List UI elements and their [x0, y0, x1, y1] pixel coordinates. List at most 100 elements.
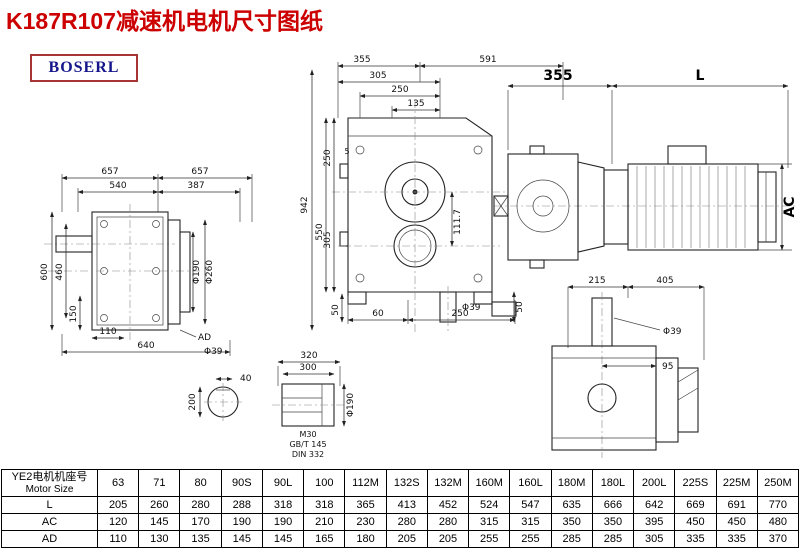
shaft-detail-view: 40 200 320 300 M30 GB/T 145 DIN 332 Φ190: [188, 351, 356, 459]
table-cell: 120: [96, 513, 140, 531]
dim-motor-ac: AC: [782, 196, 798, 217]
table-cell: 635: [550, 496, 593, 514]
table-cell: 145: [138, 513, 181, 531]
table-cell: 110: [96, 530, 140, 548]
dim-flange-215: 215: [588, 276, 605, 286]
label-detail-m30: M30: [299, 430, 316, 439]
table-cell: 285: [591, 530, 635, 548]
motor-size-header-en: Motor Size: [25, 483, 74, 495]
table-cell: 315: [468, 513, 511, 531]
dim-motor-355: 355: [543, 68, 572, 84]
table-cell: 350: [550, 513, 593, 531]
col-header: 180L: [591, 469, 635, 497]
col-header: 80: [179, 469, 222, 497]
dim-side-387: 387: [187, 181, 204, 191]
table-cell: 255: [468, 530, 511, 548]
dim-front-355: 355: [353, 55, 370, 65]
dim-side-d260: Φ260: [205, 260, 215, 285]
table-cell: 335: [715, 530, 758, 548]
dim-front-942: 942: [300, 196, 310, 213]
table-cell: 145: [261, 530, 305, 548]
dim-side-460: 460: [55, 263, 65, 280]
table-cell: 365: [344, 496, 387, 514]
dim-flange-d39: Φ39: [663, 327, 682, 337]
col-header: 90S: [220, 469, 263, 497]
table-cell: 190: [220, 513, 263, 531]
label-detail-gbt145: GB/T 145: [289, 440, 326, 449]
dim-side-640: 640: [137, 341, 154, 351]
col-header: 100: [303, 469, 346, 497]
table-cell: 305: [633, 530, 676, 548]
table-cell: 230: [344, 513, 387, 531]
dim-front-250-vert: 250: [323, 149, 333, 166]
table-cell: 170: [179, 513, 222, 531]
table-cell: 190: [261, 513, 305, 531]
table-cell: 280: [385, 513, 428, 531]
table-cell: 524: [468, 496, 511, 514]
dim-side-657-right: 657: [191, 167, 208, 177]
row-label: AC: [1, 513, 98, 531]
table-cell: 666: [591, 496, 635, 514]
table-cell: 285: [550, 530, 593, 548]
page-title: K187R107减速机电机尺寸图纸: [6, 8, 323, 34]
dim-side-110: 110: [99, 327, 116, 337]
table-cell: 260: [138, 496, 181, 514]
table-cell: 370: [756, 530, 800, 548]
dim-front-60: 60: [372, 309, 384, 319]
dim-front-d39: Φ39: [462, 303, 481, 313]
dim-front-250: 250: [391, 85, 408, 95]
table-cell: 145: [220, 530, 263, 548]
col-header: 132M: [426, 469, 470, 497]
dim-detail-300: 300: [299, 363, 316, 373]
motor-view: 355 L AC: [493, 68, 798, 269]
table-cell: 315: [509, 513, 552, 531]
dim-front-250-bottom: 250: [451, 309, 468, 319]
table-cell: 205: [96, 496, 140, 514]
row-label: L: [1, 496, 98, 514]
table-cell: 280: [179, 496, 222, 514]
dim-detail-320: 320: [300, 351, 317, 361]
table-cell: 130: [138, 530, 181, 548]
dim-side-d190: Φ190: [192, 260, 202, 285]
col-header: 132S: [385, 469, 428, 497]
label-detail-din332: DIN 332: [292, 450, 324, 459]
dim-front-135: 135: [407, 99, 424, 109]
dim-side-150: 150: [69, 305, 79, 322]
table-cell: 288: [220, 496, 263, 514]
table-cell: 318: [261, 496, 305, 514]
table-cell: 547: [509, 496, 552, 514]
flange-view: 215 405 Φ39 95: [551, 276, 705, 458]
col-header: 71: [138, 469, 181, 497]
dim-front-5: 5: [344, 147, 349, 156]
motor-size-header: YE2电机机座号 Motor Size: [1, 469, 98, 497]
table-cell: 480: [756, 513, 800, 531]
dim-side-657-left: 657: [101, 167, 118, 177]
col-header: 160L: [509, 469, 552, 497]
table-cell: 205: [385, 530, 428, 548]
table-cell: 135: [179, 530, 222, 548]
dim-flange-95: 95: [662, 362, 673, 372]
dim-detail-d190: Φ190: [346, 393, 356, 418]
table-cell: 395: [633, 513, 676, 531]
dim-front-50-right: 50: [515, 301, 525, 313]
col-header: 160M: [468, 469, 511, 497]
dim-flange-405: 405: [656, 276, 673, 286]
table-cell: 280: [426, 513, 470, 531]
col-header: 112M: [344, 469, 387, 497]
table-cell: 450: [715, 513, 758, 531]
table-cell: 335: [674, 530, 717, 548]
table-cell: 770: [756, 496, 800, 514]
dim-side-540: 540: [109, 181, 126, 191]
col-header: 225S: [674, 469, 717, 497]
col-header: 250M: [756, 469, 800, 497]
table-cell: 205: [426, 530, 470, 548]
table-cell: 669: [674, 496, 717, 514]
table-cell: 165: [303, 530, 346, 548]
dim-detail-200: 200: [188, 393, 198, 410]
dim-side-600: 600: [40, 263, 50, 280]
label-side-ad: AD: [198, 333, 211, 343]
table-cell: 413: [385, 496, 428, 514]
